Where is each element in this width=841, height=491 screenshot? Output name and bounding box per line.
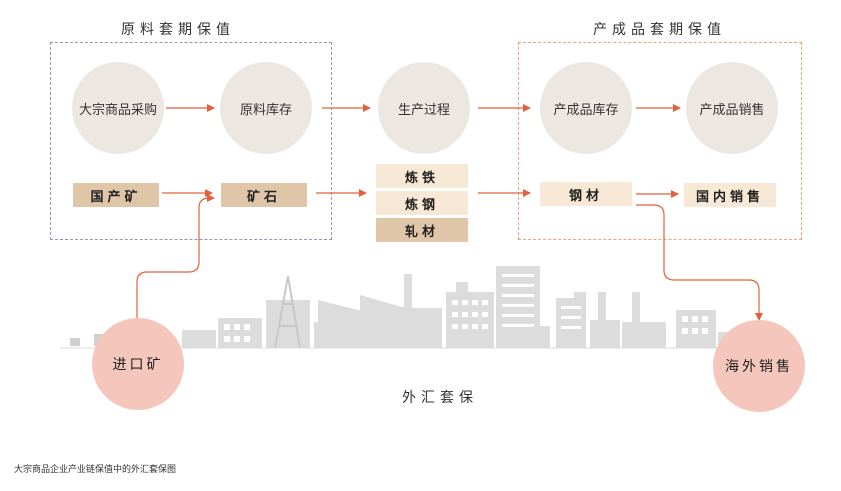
box-ore: 矿石 (221, 183, 307, 207)
node-raw-inventory: 原料库存 (220, 62, 312, 154)
fx-hedging-title: 外汇套保 (402, 390, 478, 406)
node-label: 生产过程 (397, 102, 450, 118)
box-rolling: 轧材 (376, 218, 468, 242)
node-label: 海外销售 (725, 359, 793, 375)
node-label: 原料库存 (239, 102, 292, 118)
node-product-sales: 产成品销售 (686, 62, 778, 154)
node-overseas-sales: 海外销售 (713, 320, 805, 412)
raw-hedging-title: 原料套期保值 (121, 22, 235, 38)
box-steel: 钢材 (540, 182, 632, 206)
node-label: 产成品销售 (699, 102, 765, 118)
node-production: 生产过程 (378, 62, 470, 154)
node-imported-ore: 进口矿 (92, 318, 184, 410)
box-steelmaking: 炼钢 (376, 191, 468, 215)
node-label: 进口矿 (112, 357, 164, 373)
figure-caption: 大宗商品企业产业链保值中的外汇套保图 (14, 465, 177, 475)
raw-hedging-frame (50, 42, 332, 240)
node-commodity-purchase: 大宗商品采购 (72, 62, 164, 154)
box-domestic-ore: 国产矿 (73, 183, 159, 207)
box-domestic-sales: 国内销售 (684, 183, 776, 207)
node-label: 大宗商品采购 (78, 102, 157, 118)
node-product-inventory: 产成品库存 (540, 62, 632, 154)
product-hedging-title: 产成品套期保值 (593, 22, 726, 38)
arrow-steel-to-overseas-sale (636, 204, 763, 321)
box-ironmaking: 炼铁 (376, 164, 468, 188)
node-label: 产成品库存 (553, 102, 619, 118)
arrow-import-ore-to-ore (136, 194, 215, 318)
product-hedging-frame (518, 42, 802, 240)
